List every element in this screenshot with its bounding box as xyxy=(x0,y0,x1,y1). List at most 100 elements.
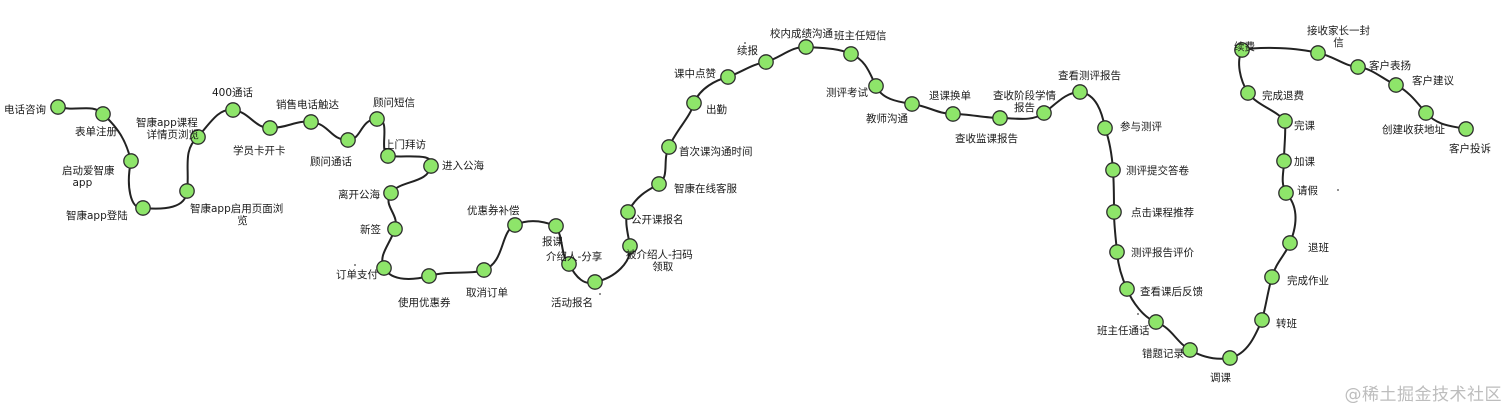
journey-node-n16[interactable] xyxy=(376,260,392,276)
journey-node-label: 加课 xyxy=(1294,156,1316,168)
journey-node-label: 完课 xyxy=(1294,119,1316,132)
journey-node-n30[interactable] xyxy=(798,39,814,55)
journey-node-n31[interactable] xyxy=(843,46,859,62)
journey-node-n44[interactable] xyxy=(1182,342,1198,358)
journey-node-n57[interactable] xyxy=(1418,105,1434,121)
journey-node-n35[interactable] xyxy=(992,110,1008,126)
journey-node-n5[interactable] xyxy=(179,183,195,199)
journey-node-label: 退班 xyxy=(1308,242,1330,254)
journey-node-n4[interactable] xyxy=(135,200,151,216)
journey-node-n15[interactable] xyxy=(387,221,403,237)
journey-node-label: 使用优惠券 xyxy=(398,296,451,309)
journey-node-n1[interactable] xyxy=(50,99,66,115)
journey-node-label: 新签 xyxy=(360,223,381,236)
journey-node-n7[interactable] xyxy=(225,102,241,118)
journey-node-label: 首次课沟通时间 xyxy=(679,145,753,158)
journey-node-n17[interactable] xyxy=(421,268,437,284)
journey-node-n11[interactable] xyxy=(369,111,385,127)
journey-node-n58[interactable] xyxy=(1458,121,1474,137)
journey-node-label: 退课换单 xyxy=(929,89,971,102)
journey-node-n56[interactable] xyxy=(1388,77,1404,93)
journey-node-n2[interactable] xyxy=(95,106,111,122)
journey-node-n37[interactable] xyxy=(1072,84,1088,100)
journey-node-label: 电话咨询 xyxy=(4,103,46,116)
journey-node-label: 学员卡开卡 xyxy=(233,144,286,157)
journey-node-n32[interactable] xyxy=(868,78,884,94)
journey-node-n33[interactable] xyxy=(904,96,920,112)
journey-node-label: 出勤 xyxy=(706,103,727,116)
journey-node-label: 查收监课报告 xyxy=(955,132,1018,145)
journey-node-n24[interactable] xyxy=(620,204,636,220)
journey-node-n42[interactable] xyxy=(1119,281,1135,297)
journey-node-n49[interactable] xyxy=(1278,185,1294,201)
journey-node-n8[interactable] xyxy=(262,120,278,136)
journey-node-n23[interactable] xyxy=(622,238,638,254)
journey-node-n22[interactable] xyxy=(587,274,603,290)
journey-node-label: 客户投诉 xyxy=(1449,142,1491,155)
journey-node-n48[interactable] xyxy=(1282,235,1298,251)
journey-node-label: 客户表扬 xyxy=(1369,59,1411,72)
journey-node-n20[interactable] xyxy=(548,218,564,234)
journey-node-n53[interactable] xyxy=(1234,42,1250,58)
journey-node-label: 参与测评 xyxy=(1120,120,1162,133)
journey-node-n50[interactable] xyxy=(1276,153,1292,169)
journey-node-n47[interactable] xyxy=(1264,269,1280,285)
stray-dot xyxy=(92,126,94,128)
journey-node-n41[interactable] xyxy=(1109,244,1125,260)
journey-node-n9[interactable] xyxy=(303,114,319,130)
journey-node-label: 上门拜访 xyxy=(384,138,426,151)
journey-node-n39[interactable] xyxy=(1105,162,1121,178)
journey-node-label: 离开公海 xyxy=(338,188,380,201)
journey-connector xyxy=(186,136,199,192)
journey-node-label: 顾问短信 xyxy=(373,96,415,109)
journey-node-label: 测评考试 xyxy=(826,86,868,99)
stray-dot xyxy=(744,42,746,44)
journey-node-n25[interactable] xyxy=(651,176,667,192)
journey-node-n28[interactable] xyxy=(720,69,736,85)
journey-node-n51[interactable] xyxy=(1277,113,1293,129)
journey-node-n14[interactable] xyxy=(383,185,399,201)
journey-node-n3[interactable] xyxy=(123,153,139,169)
journey-node-n6[interactable] xyxy=(190,129,206,145)
journey-node-n55[interactable] xyxy=(1350,59,1366,75)
journey-node-n40[interactable] xyxy=(1106,204,1122,220)
journey-node-label: 销售电话触达 xyxy=(276,98,339,111)
journey-node-n45[interactable] xyxy=(1222,350,1238,366)
stray-dot xyxy=(354,264,356,266)
journey-node-label: 创建收获地址 xyxy=(1382,123,1445,136)
journey-connector xyxy=(428,269,485,277)
journey-node-n43[interactable] xyxy=(1148,314,1164,330)
journey-node-n10[interactable] xyxy=(340,132,356,148)
journey-node-label: 校内成绩沟通 xyxy=(770,27,833,40)
journey-node-n12[interactable] xyxy=(380,148,396,164)
journey-node-n27[interactable] xyxy=(686,95,702,111)
journey-node-label: 转班 xyxy=(1276,317,1298,330)
journey-node-label: 取消订单 xyxy=(466,286,508,299)
journey-node-n18[interactable] xyxy=(476,262,492,278)
journey-node-label: 表单注册 xyxy=(75,125,117,138)
journey-node-label: 测评报告评价 xyxy=(1131,246,1194,259)
journey-node-label: 课中点赞 xyxy=(674,67,716,80)
journey-node-n21[interactable] xyxy=(561,256,577,272)
stray-dot xyxy=(1137,313,1139,315)
journey-node-label: 介绍人-分享 xyxy=(546,250,602,263)
journey-node-label: 公开课报名 xyxy=(631,213,684,226)
journey-node-n46[interactable] xyxy=(1254,312,1270,328)
stray-dots xyxy=(92,42,1339,315)
journey-node-n34[interactable] xyxy=(945,106,961,122)
journey-node-label: 查看测评报告 xyxy=(1058,69,1121,82)
journey-node-n29[interactable] xyxy=(758,54,774,70)
journey-node-label: 班主任通话 xyxy=(1097,324,1150,337)
journey-node-label: 班主任短信 xyxy=(834,29,887,42)
journey-node-n54[interactable] xyxy=(1310,45,1326,61)
journey-node-n38[interactable] xyxy=(1097,120,1113,136)
journey-node-n52[interactable] xyxy=(1240,85,1256,101)
journey-node-n13[interactable] xyxy=(423,158,439,174)
journey-node-label: 订单支付 xyxy=(336,268,378,281)
journey-node-label: 请假 xyxy=(1297,184,1319,197)
journey-node-n36[interactable] xyxy=(1036,105,1052,121)
journey-node-label: 查收阶段学情报告 xyxy=(993,89,1056,114)
journey-node-n26[interactable] xyxy=(661,139,677,155)
journey-node-n19[interactable] xyxy=(507,217,523,233)
stray-dot xyxy=(599,293,601,295)
